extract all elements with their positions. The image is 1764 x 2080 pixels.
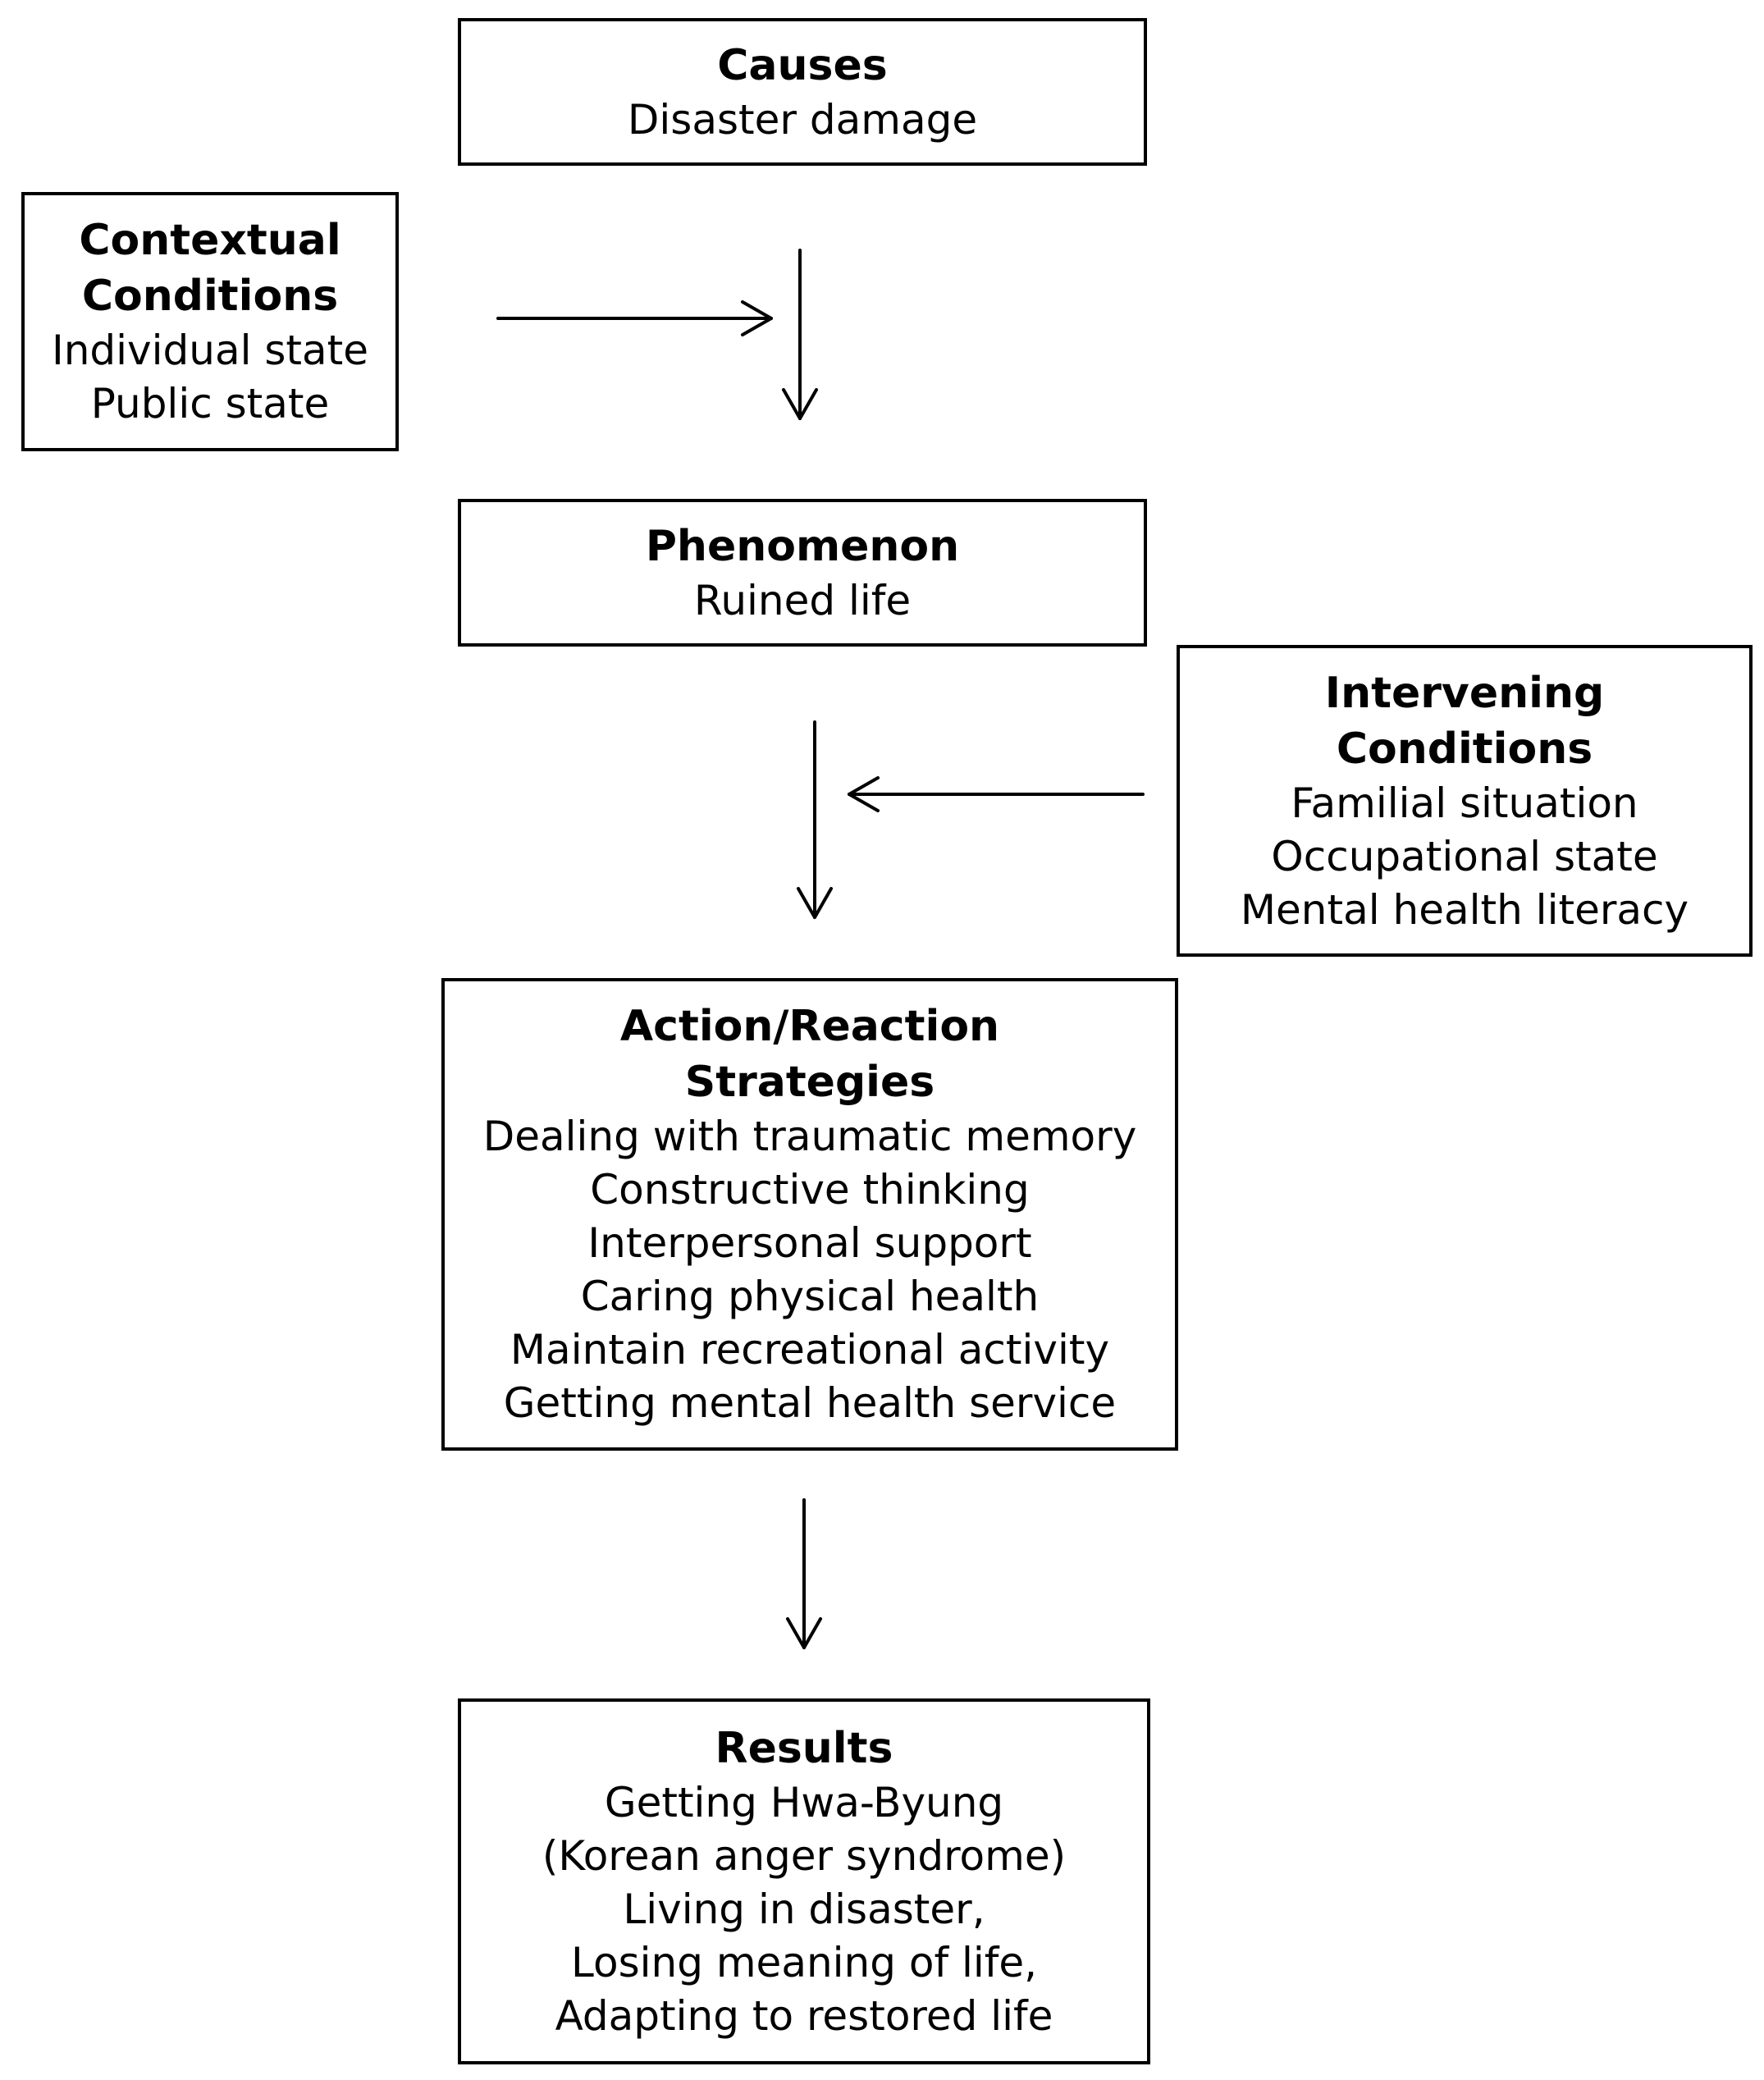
phenomenon-box: Phenomenon Ruined life [458,499,1147,647]
contextual-heading-line: Conditions [81,272,339,321]
arrow-action-to-results [786,1498,822,1649]
contextual-heading-line: Contextual [79,216,341,265]
results-box: Results Getting Hwa-Byung (Korean anger … [458,1698,1150,2064]
action-item: Getting mental health service [503,1379,1117,1427]
action-reaction-strategies-box: Action/Reaction Strategies Dealing with … [441,978,1178,1451]
results-item: Getting Hwa-Byung [604,1778,1004,1826]
contextual-item: Public state [90,380,330,427]
action-heading-line: Action/Reaction [619,1002,1000,1051]
results-item: Living in disaster, [623,1885,985,1933]
contextual-item: Individual state [51,327,369,374]
results-item: Adapting to restored life [555,1991,1053,2040]
contextual-conditions-box: Contextual Conditions Individual state P… [21,192,399,451]
results-heading: Results [715,1723,893,1773]
action-item: Constructive thinking [590,1166,1030,1214]
arrow-phenomenon-to-action [797,720,833,919]
phenomenon-heading: Phenomenon [645,521,960,571]
causes-item: Disaster damage [627,95,978,144]
intervening-item: Occupational state [1271,832,1658,880]
intervening-item: Mental health literacy [1240,885,1689,934]
causes-heading: Causes [717,40,888,90]
intervening-item: Familial situation [1291,779,1638,827]
causes-box: Causes Disaster damage [458,18,1147,166]
intervening-heading-line: Conditions [1336,724,1593,774]
action-item: Caring physical health [580,1273,1040,1320]
action-item: Interpersonal support [587,1219,1032,1267]
action-item: Dealing with traumatic memory [482,1113,1137,1160]
intervening-conditions-box: Intervening Conditions Familial situatio… [1177,645,1753,957]
action-item: Maintain recreational activity [510,1326,1110,1374]
results-item: Losing meaning of life, [571,1938,1037,1986]
intervening-heading-line: Intervening [1324,668,1605,718]
action-heading-line: Strategies [684,1058,935,1107]
results-item: (Korean anger syndrome) [542,1831,1067,1880]
arrow-intervening-to-flow [848,776,1145,812]
arrow-causes-to-phenomenon [782,249,818,420]
phenomenon-item: Ruined life [693,576,912,624]
arrow-contextual-to-flow [496,300,773,336]
